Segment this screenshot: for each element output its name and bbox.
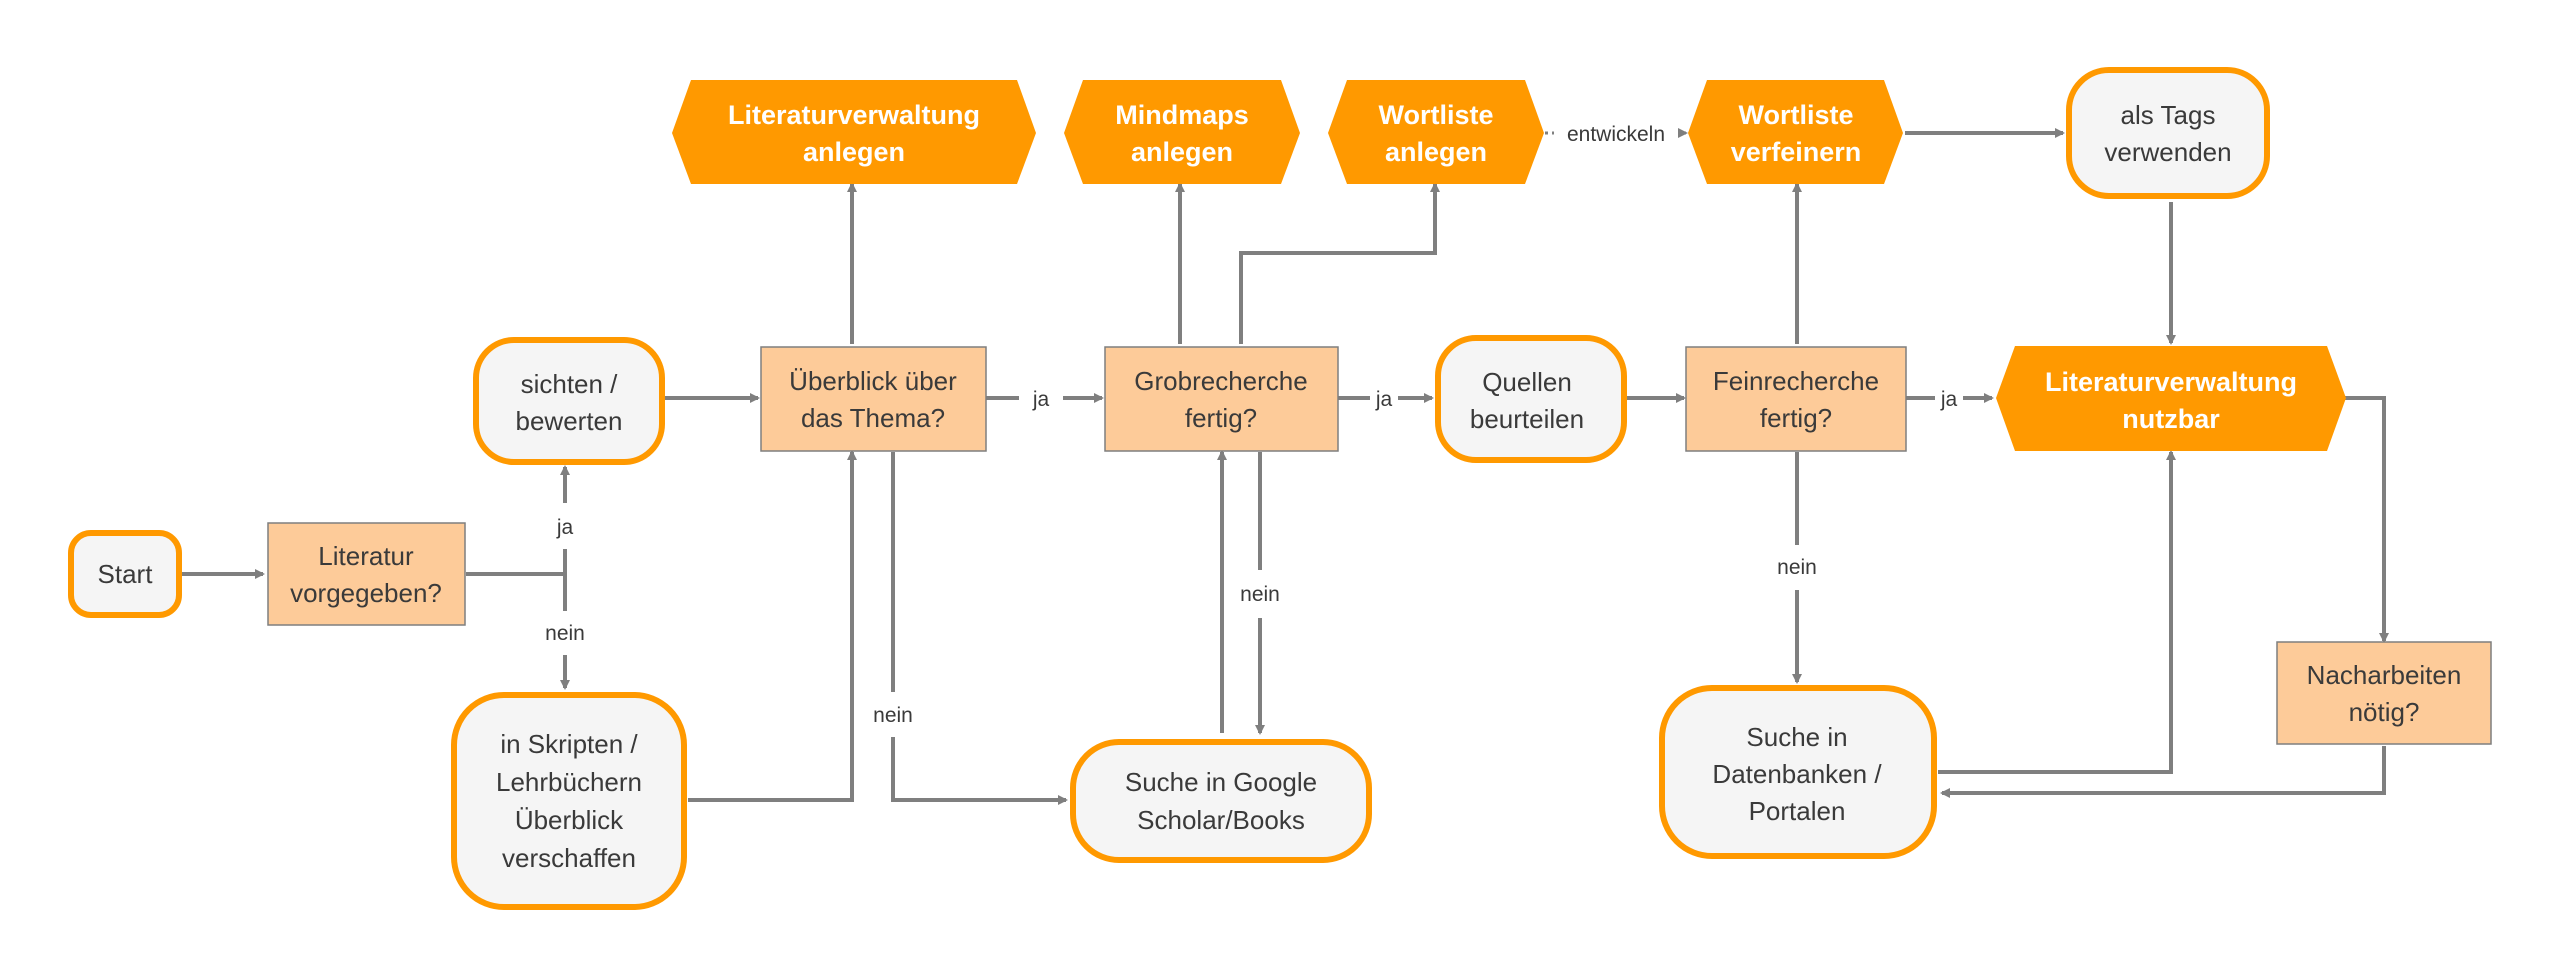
output-wortliste-anlegen: Wortliste anlegen [1328,80,1544,184]
node-quellen-label-2: beurteilen [1470,404,1584,434]
decision-grobrecherche: Grobrecherche fertig? [1104,346,1339,452]
node-suche-datenbanken: Suche in Datenbanken / Portalen [1659,685,1937,859]
decision-feinrecherche: Feinrecherche fertig? [1685,346,1907,452]
decision-ueberblick-label-2: das Thema? [801,403,945,433]
node-quellen-beurteilen: Quellen beurteilen [1435,335,1627,463]
node-skripten-label-1: in Skripten / [500,729,638,759]
decision-nacharbeiten-label-1: Nacharbeiten [2307,660,2462,690]
node-als-tags: als Tags verwenden [2066,67,2270,199]
output-verfeinern-label-1: Wortliste [1738,100,1853,130]
edge-grob-to-wortliste [1239,182,1440,344]
node-tags-label-1: als Tags [2121,100,2216,130]
node-skripten-label-2: Lehrbüchern [496,767,642,797]
edge-nutzbar-to-nacharbeiten [2345,396,2389,643]
decision-ueberblick-thema: Überblick über das Thema? [760,346,987,452]
edge-label-nein: nein [873,704,913,727]
output-verfeinern-label-2: verfeinern [1731,137,1862,167]
output-nutzbar-label-2: nutzbar [2122,404,2220,434]
node-suche-google: Suche in Google Scholar/Books [1070,739,1372,863]
node-start: Start [68,530,182,618]
node-sichten-label-1: sichten / [521,369,619,399]
decision-nacharbeiten-label-2: nötig? [2349,697,2420,727]
decision-ueberblick-label-1: Überblick über [789,366,957,396]
node-datenbanken-label-1: Suche in [1746,722,1847,752]
output-mindmaps-anlegen: Mindmaps anlegen [1064,80,1300,184]
edge-label-ja: ja [556,516,574,539]
decision-literatur-label-1: Literatur [318,541,414,571]
output-wortliste-label-1: Wortliste [1378,100,1493,130]
connectors [180,128,2389,805]
edge-datenbanken-to-nutzbar [1938,450,2176,774]
output-wortliste-verfeinern: Wortliste verfeinern [1688,80,1903,184]
node-sichten-label-2: bewerten [516,406,623,436]
output-mindmaps-label-1: Mindmaps [1115,100,1249,130]
output-wortliste-label-2: anlegen [1385,137,1487,167]
output-litverw-label-1: Literaturverwaltung [728,100,980,130]
edge-label-ja: ja [1940,388,1958,411]
decision-literatur-label-2: vorgegeben? [290,578,442,608]
edge-label-nein: nein [1777,556,1817,579]
edge-labels: ja nein ja nein ja nein ja nein entwicke… [545,123,1957,727]
edge-label-entwickeln: entwickeln [1567,123,1665,146]
edge-skripten-to-ueberblick [688,450,857,802]
decision-grob-label-2: fertig? [1185,403,1257,433]
node-skripten-label-4: verschaffen [502,843,636,873]
decision-literatur-vorgegeben: Literatur vorgegeben? [267,522,466,626]
node-datenbanken-label-2: Datenbanken / [1712,759,1882,789]
decision-nacharbeiten: Nacharbeiten nötig? [2276,641,2492,745]
node-sichten-bewerten: sichten / bewerten [473,337,665,465]
edge-label-nein: nein [545,622,585,645]
edge-label-ja: ja [1032,388,1050,411]
output-literaturverwaltung-anlegen: Literaturverwaltung anlegen [672,80,1036,184]
node-quellen-label-1: Quellen [1482,367,1572,397]
edge-ueberblick-nein-b [891,737,1068,805]
node-tags-label-2: verwenden [2104,137,2231,167]
edge-label-ja: ja [1375,388,1393,411]
decision-fein-label-1: Feinrecherche [1713,366,1879,396]
decision-fein-label-2: fertig? [1760,403,1832,433]
node-skripten-ueberblick: in Skripten / Lehrbüchern Überblick vers… [451,692,687,910]
edge-label-nein: nein [1240,583,1280,606]
node-start-label: Start [98,559,154,589]
node-skripten-label-3: Überblick [515,805,624,835]
node-google-label-2: Scholar/Books [1137,805,1305,835]
edge-nacharbeiten-to-datenbanken [1940,746,2386,798]
output-mindmaps-label-2: anlegen [1131,137,1233,167]
output-litverw-label-2: anlegen [803,137,905,167]
node-datenbanken-label-3: Portalen [1749,796,1846,826]
decision-grob-label-1: Grobrecherche [1134,366,1307,396]
output-literaturverwaltung-nutzbar: Literaturverwaltung nutzbar [1996,346,2346,451]
output-nutzbar-label-1: Literaturverwaltung [2045,367,2297,397]
node-google-label-1: Suche in Google [1125,767,1317,797]
